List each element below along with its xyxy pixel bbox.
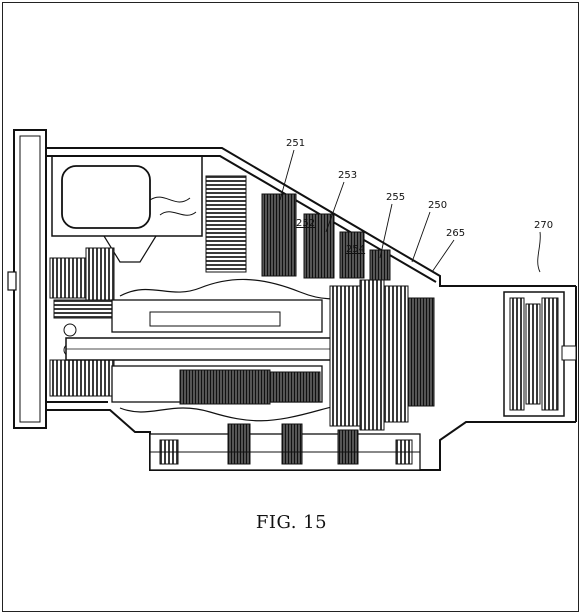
input-gear-stack	[49, 247, 115, 397]
output-unit	[503, 291, 577, 417]
central-gear-cluster	[329, 279, 435, 431]
lower-gear-bodies	[179, 369, 321, 405]
lower-countershaft	[149, 423, 421, 471]
ref-label-255: 255	[386, 192, 405, 203]
ref-label-265: 265	[446, 228, 465, 239]
ref-label-251: 251	[286, 138, 305, 149]
ref-label-253: 253	[338, 170, 357, 181]
ref-label-250: 250	[428, 200, 447, 211]
ref-label-254: 254	[346, 244, 365, 255]
upper-compartment	[51, 155, 203, 263]
ref-label-252: 252	[296, 218, 315, 229]
ref-label-270: 270	[534, 220, 553, 231]
end-flange	[7, 129, 47, 429]
figure-caption: FIG. 15	[255, 512, 328, 533]
leader-lines	[279, 149, 541, 273]
